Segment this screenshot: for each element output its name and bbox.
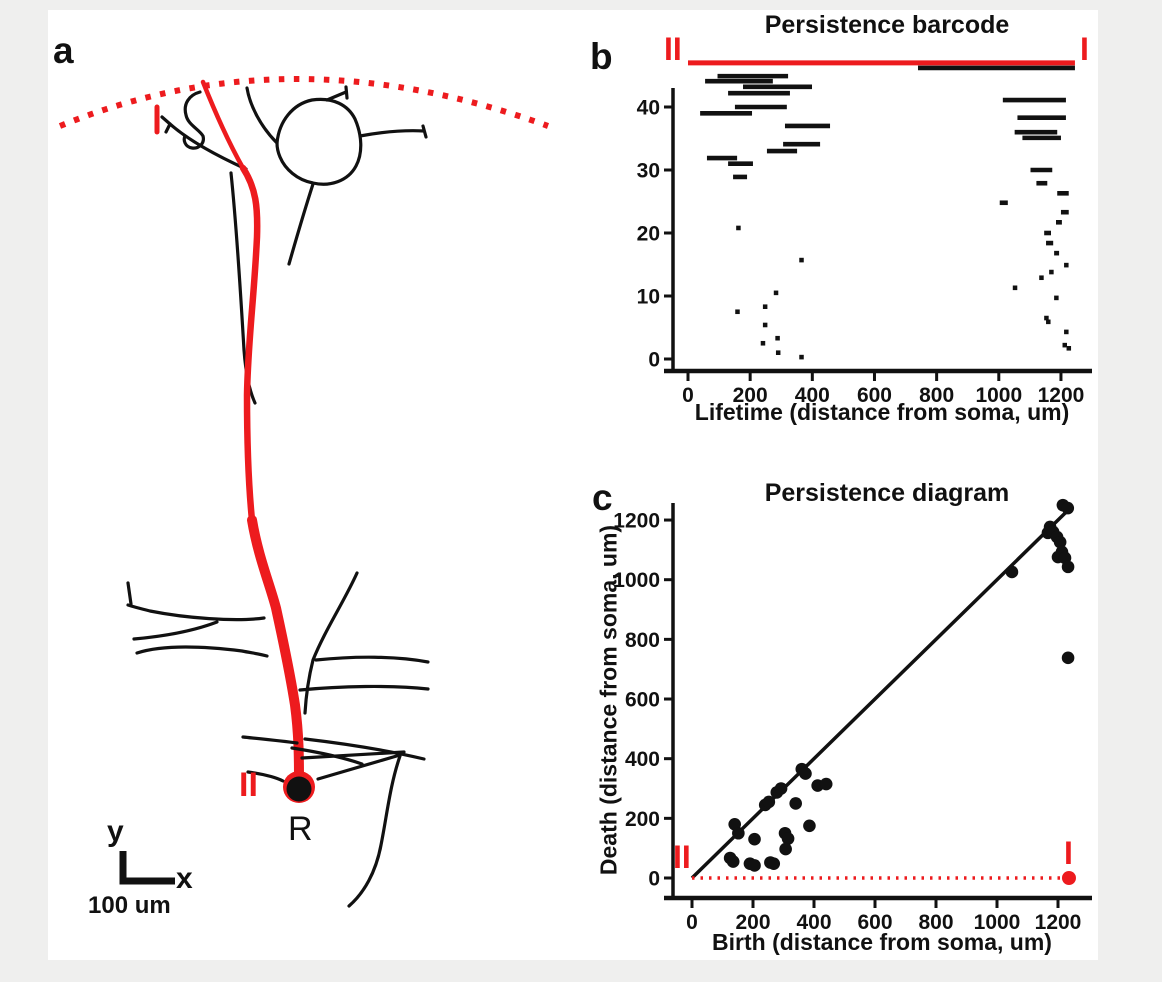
scatter-point: [762, 795, 776, 809]
diagram-y-tick-label: 1200: [613, 510, 660, 533]
panel-a-letter: a: [53, 30, 74, 71]
barcode-y-tick-label: 30: [637, 160, 660, 183]
scatter-point: [799, 767, 812, 780]
scatter-point: [732, 826, 745, 840]
panel-b-letter: b: [590, 36, 613, 77]
scatter-point: [803, 819, 816, 833]
scatter-point: [779, 842, 792, 856]
barcode-y-tick-label: 0: [648, 349, 660, 372]
diagram-x-tick-label: 200: [735, 911, 770, 934]
scatter-red-point: [1061, 871, 1076, 885]
panel-a-marker-ii: II: [239, 766, 258, 804]
axis-x-label: x: [176, 862, 193, 895]
scatter-point: [789, 797, 802, 810]
barcode-x-tick-label: 800: [919, 384, 954, 407]
apical-tuft-branches: [160, 85, 428, 405]
diagram-y-tick-label: 800: [625, 629, 660, 652]
scatter-point: [748, 859, 761, 872]
pia-arc-dotted: [58, 76, 550, 129]
diagram-y-tick-label: 600: [625, 689, 660, 712]
scatter-point: [774, 782, 788, 795]
panel-c-marker-i: I: [1064, 835, 1073, 871]
scatter-point: [819, 777, 833, 791]
scalebar-axes: [119, 851, 175, 885]
scatter-point: [748, 832, 761, 846]
panel-c-marker-ii: II: [673, 839, 691, 875]
scatter-point: [1005, 565, 1019, 579]
diagram-diagonal: [690, 509, 1069, 880]
panel-b-marker-ii: II: [664, 31, 682, 67]
barcode-x-tick-label: 0: [682, 384, 694, 407]
barcode-x-tick-label: 600: [857, 384, 892, 407]
diagram-x-tick-label: 600: [857, 911, 892, 934]
scatter-point: [1061, 651, 1075, 665]
root-label: R: [288, 810, 313, 848]
scatter-point: [1061, 560, 1075, 574]
scatter-point: [726, 855, 740, 868]
panel-c-ylabel: Death (distance from soma, um): [595, 524, 622, 876]
barcode-x-tick-label: 1200: [1038, 384, 1085, 407]
diagram-x-tick-label: 1000: [974, 911, 1021, 934]
scalebar-label: 100 um: [88, 892, 171, 919]
barcode-x-tick-label: 1000: [975, 384, 1022, 407]
panel-c-xlabel: Birth (distance from soma, um): [712, 929, 1052, 955]
apical-trunk: [200, 79, 304, 785]
scatter-point: [1061, 501, 1075, 515]
scatter-point: [1053, 535, 1067, 549]
scatter-point: [767, 857, 781, 870]
diagram-y-tick-label: 400: [625, 748, 660, 771]
axis-y-label: y: [107, 815, 124, 848]
barcode-x-tick-label: 400: [795, 384, 830, 407]
scatter-point: [781, 832, 795, 845]
diagram-y-tick-label: 1000: [613, 569, 660, 592]
diagram-x-tick-label: 800: [918, 911, 953, 934]
barcode-y-tick-label: 40: [637, 97, 660, 120]
diagram-x-tick-label: 0: [686, 911, 698, 934]
soma: [286, 776, 312, 802]
panel-c-letter: c: [592, 477, 613, 518]
diagram-y-tick-label: 0: [648, 868, 660, 891]
figure-canvas: [48, 10, 1098, 960]
barcode-x-tick-label: 200: [733, 384, 768, 407]
neuron-drawing: [58, 76, 550, 908]
basal-branches: [126, 571, 430, 908]
diagram-x-tick-label: 400: [796, 911, 831, 934]
persistence-diagram-plot: 0 200 400 600 800 1000 1200 0 200 400 600 800 1000 12…: [613, 498, 1092, 934]
barcode-y-tick-label: 10: [637, 286, 660, 309]
panel-c-title: Persistence diagram: [764, 479, 1010, 507]
barcode-y-tick-label: 20: [637, 223, 660, 246]
panel-b-title: Persistence barcode: [764, 11, 1010, 39]
panel-b-xlabel: Lifetime (distance from soma, um): [694, 399, 1070, 425]
panel-b-marker-i: I: [1080, 31, 1089, 67]
diagram-x-tick-label: 1200: [1035, 911, 1082, 934]
diagram-y-tick-label: 200: [625, 808, 660, 831]
